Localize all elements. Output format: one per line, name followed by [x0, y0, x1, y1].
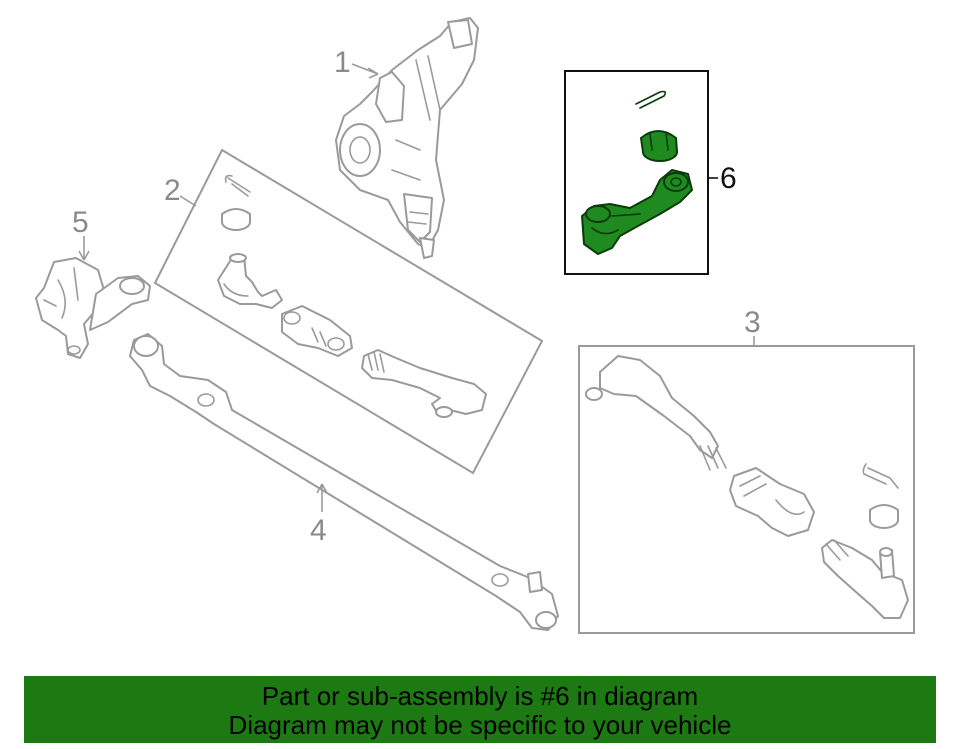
- banner-line-1: Part or sub-assembly is #6 in diagram: [261, 681, 699, 711]
- leader-line-5: [78, 236, 90, 261]
- callout-5: 5: [72, 206, 89, 239]
- inner-tie-rod-end: [821, 539, 909, 619]
- leader-line-4: [316, 483, 328, 512]
- cotter-pin-icon: [224, 174, 251, 197]
- cotter-pin-icon: [862, 463, 899, 489]
- cotter-pin-icon: [635, 90, 667, 109]
- callout-2: 2: [164, 174, 181, 207]
- pitman-arm: [581, 169, 693, 255]
- leader-line-2: [179, 195, 197, 207]
- drag-link-part-4[interactable]: [129, 333, 559, 631]
- info-banner: Part or sub-assembly is #6 in diagram Di…: [24, 676, 936, 743]
- sub-assembly-box-6[interactable]: [564, 70, 709, 275]
- callout-4: 4: [310, 514, 327, 547]
- castle-nut-icon: [869, 504, 899, 529]
- leader-line-1: [351, 63, 379, 79]
- castle-nut-icon: [221, 208, 251, 231]
- steering-gear-part-1[interactable]: [335, 17, 479, 259]
- adjusting-sleeve: [281, 305, 353, 357]
- castle-nut-icon: [640, 130, 678, 162]
- banner-line-2: Diagram may not be specific to your vehi…: [228, 710, 732, 740]
- adjusting-sleeve: [729, 467, 815, 537]
- outer-tie-rod-end: [361, 349, 487, 418]
- sub-assembly-box-2[interactable]: [153, 148, 544, 475]
- inner-tie-rod-end: [217, 253, 283, 309]
- callout-1: 1: [334, 46, 351, 79]
- sub-assembly-box-3[interactable]: [578, 345, 915, 634]
- outer-tie-rod-end: [585, 355, 727, 471]
- callout-3: 3: [744, 306, 761, 339]
- idler-bracket-part-5[interactable]: [35, 257, 151, 359]
- callout-6: 6: [720, 162, 737, 195]
